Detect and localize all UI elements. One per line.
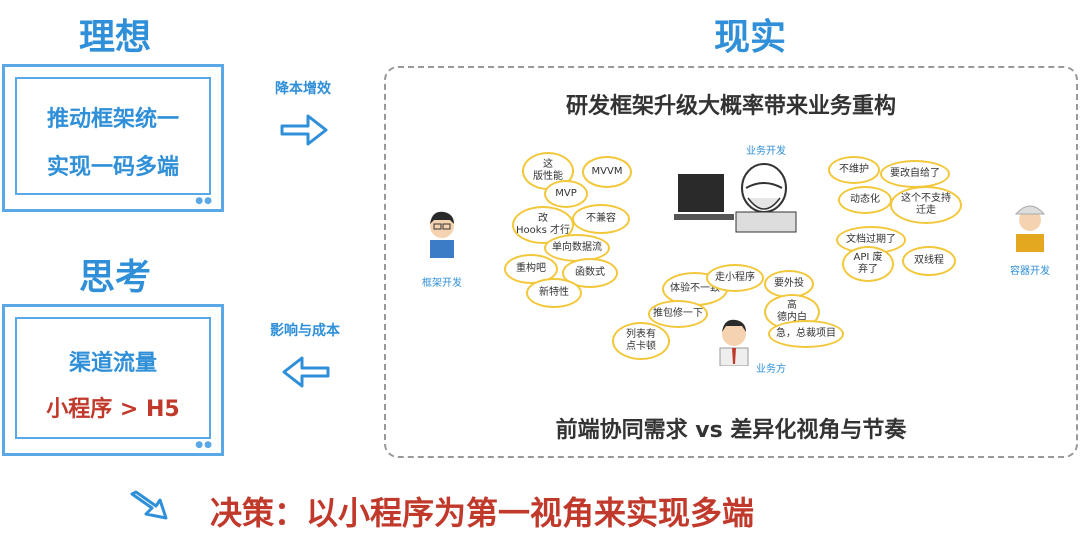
bubble-right-1: 要改自给了 <box>880 160 950 188</box>
decision-arrow-icon <box>130 490 168 520</box>
arrow-left-icon <box>282 356 330 388</box>
thinking-line2: 小程序 > H5 <box>5 391 221 423</box>
bubble-right-5: API 废 弃了 <box>842 246 894 282</box>
reality-title: 研发框架升级大概率带来业务重构 <box>565 94 896 119</box>
thinking-heading: 思考 <box>78 257 151 298</box>
arrow-right-icon <box>280 114 328 146</box>
thinking-panel: 渠道流量 小程序 > H5 ●● <box>2 304 224 456</box>
panel-dots-icon: ●● <box>195 440 213 450</box>
bubble-left-7: 函数式 <box>562 258 618 288</box>
thinking-line2-miniprogram: 小程序 <box>46 397 113 422</box>
business-side-label: 业务方 <box>756 364 786 375</box>
bubble-left-2: MVP <box>544 180 588 208</box>
arrow-left-label: 影响与成本 <box>270 323 340 339</box>
business-side-avatar-icon <box>719 319 749 366</box>
thinking-line1: 渠道流量 <box>68 351 157 376</box>
bubble-left-5: 单向数据流 <box>544 234 610 262</box>
container-dev-label: 容器开发 <box>1010 266 1050 277</box>
reality-box: 研发框架升级大概率带来业务重构 前端协同需求 vs 差异化视角与节奏 框架开发 … <box>384 66 1078 458</box>
bubble-left-1: MVVM <box>582 156 632 188</box>
bubble-mid-5: 列表有 点卡顿 <box>612 322 670 360</box>
bubble-mid-1: 走小程序 <box>706 264 764 292</box>
ideal-heading: 理想 <box>78 17 151 58</box>
ideal-line1: 推动框架统一 <box>46 107 179 132</box>
ideal-panel: 推动框架统一 实现一码多端 ●● <box>2 64 224 212</box>
ideal-line2: 实现一码多端 <box>46 155 179 180</box>
business-dev-computer-icon <box>674 163 797 233</box>
bubble-left-3: 不兼容 <box>572 204 630 234</box>
framework-dev-label: 框架开发 <box>422 278 462 289</box>
thinking-line2-rest: > H5 <box>112 397 180 422</box>
bubble-left-8: 新特性 <box>526 278 582 308</box>
bubble-right-3: 这个不支持 迁走 <box>890 186 962 224</box>
reality-footer: 前端协同需求 vs 差异化视角与节奏 <box>555 418 907 443</box>
bubble-right-0: 不维护 <box>828 156 880 184</box>
framework-dev-avatar-icon <box>430 211 454 258</box>
arrow-right-label: 降本增效 <box>275 81 331 97</box>
decision-text: 决策：以小程序为第一视角来实现多端 <box>210 494 755 532</box>
bubble-mid-6: 急，总裁项目 <box>768 320 844 348</box>
bubble-right-2: 动态化 <box>838 186 892 214</box>
bubble-mid-2: 要外投 <box>764 270 814 298</box>
bubble-right-6: 双线程 <box>902 246 956 276</box>
bubble-mid-3: 推包修一下 <box>648 300 708 328</box>
container-dev-avatar-icon <box>1014 205 1046 252</box>
reality-heading: 现实 <box>713 17 786 58</box>
panel-dots-icon: ●● <box>195 196 213 206</box>
business-dev-label: 业务开发 <box>746 146 786 157</box>
